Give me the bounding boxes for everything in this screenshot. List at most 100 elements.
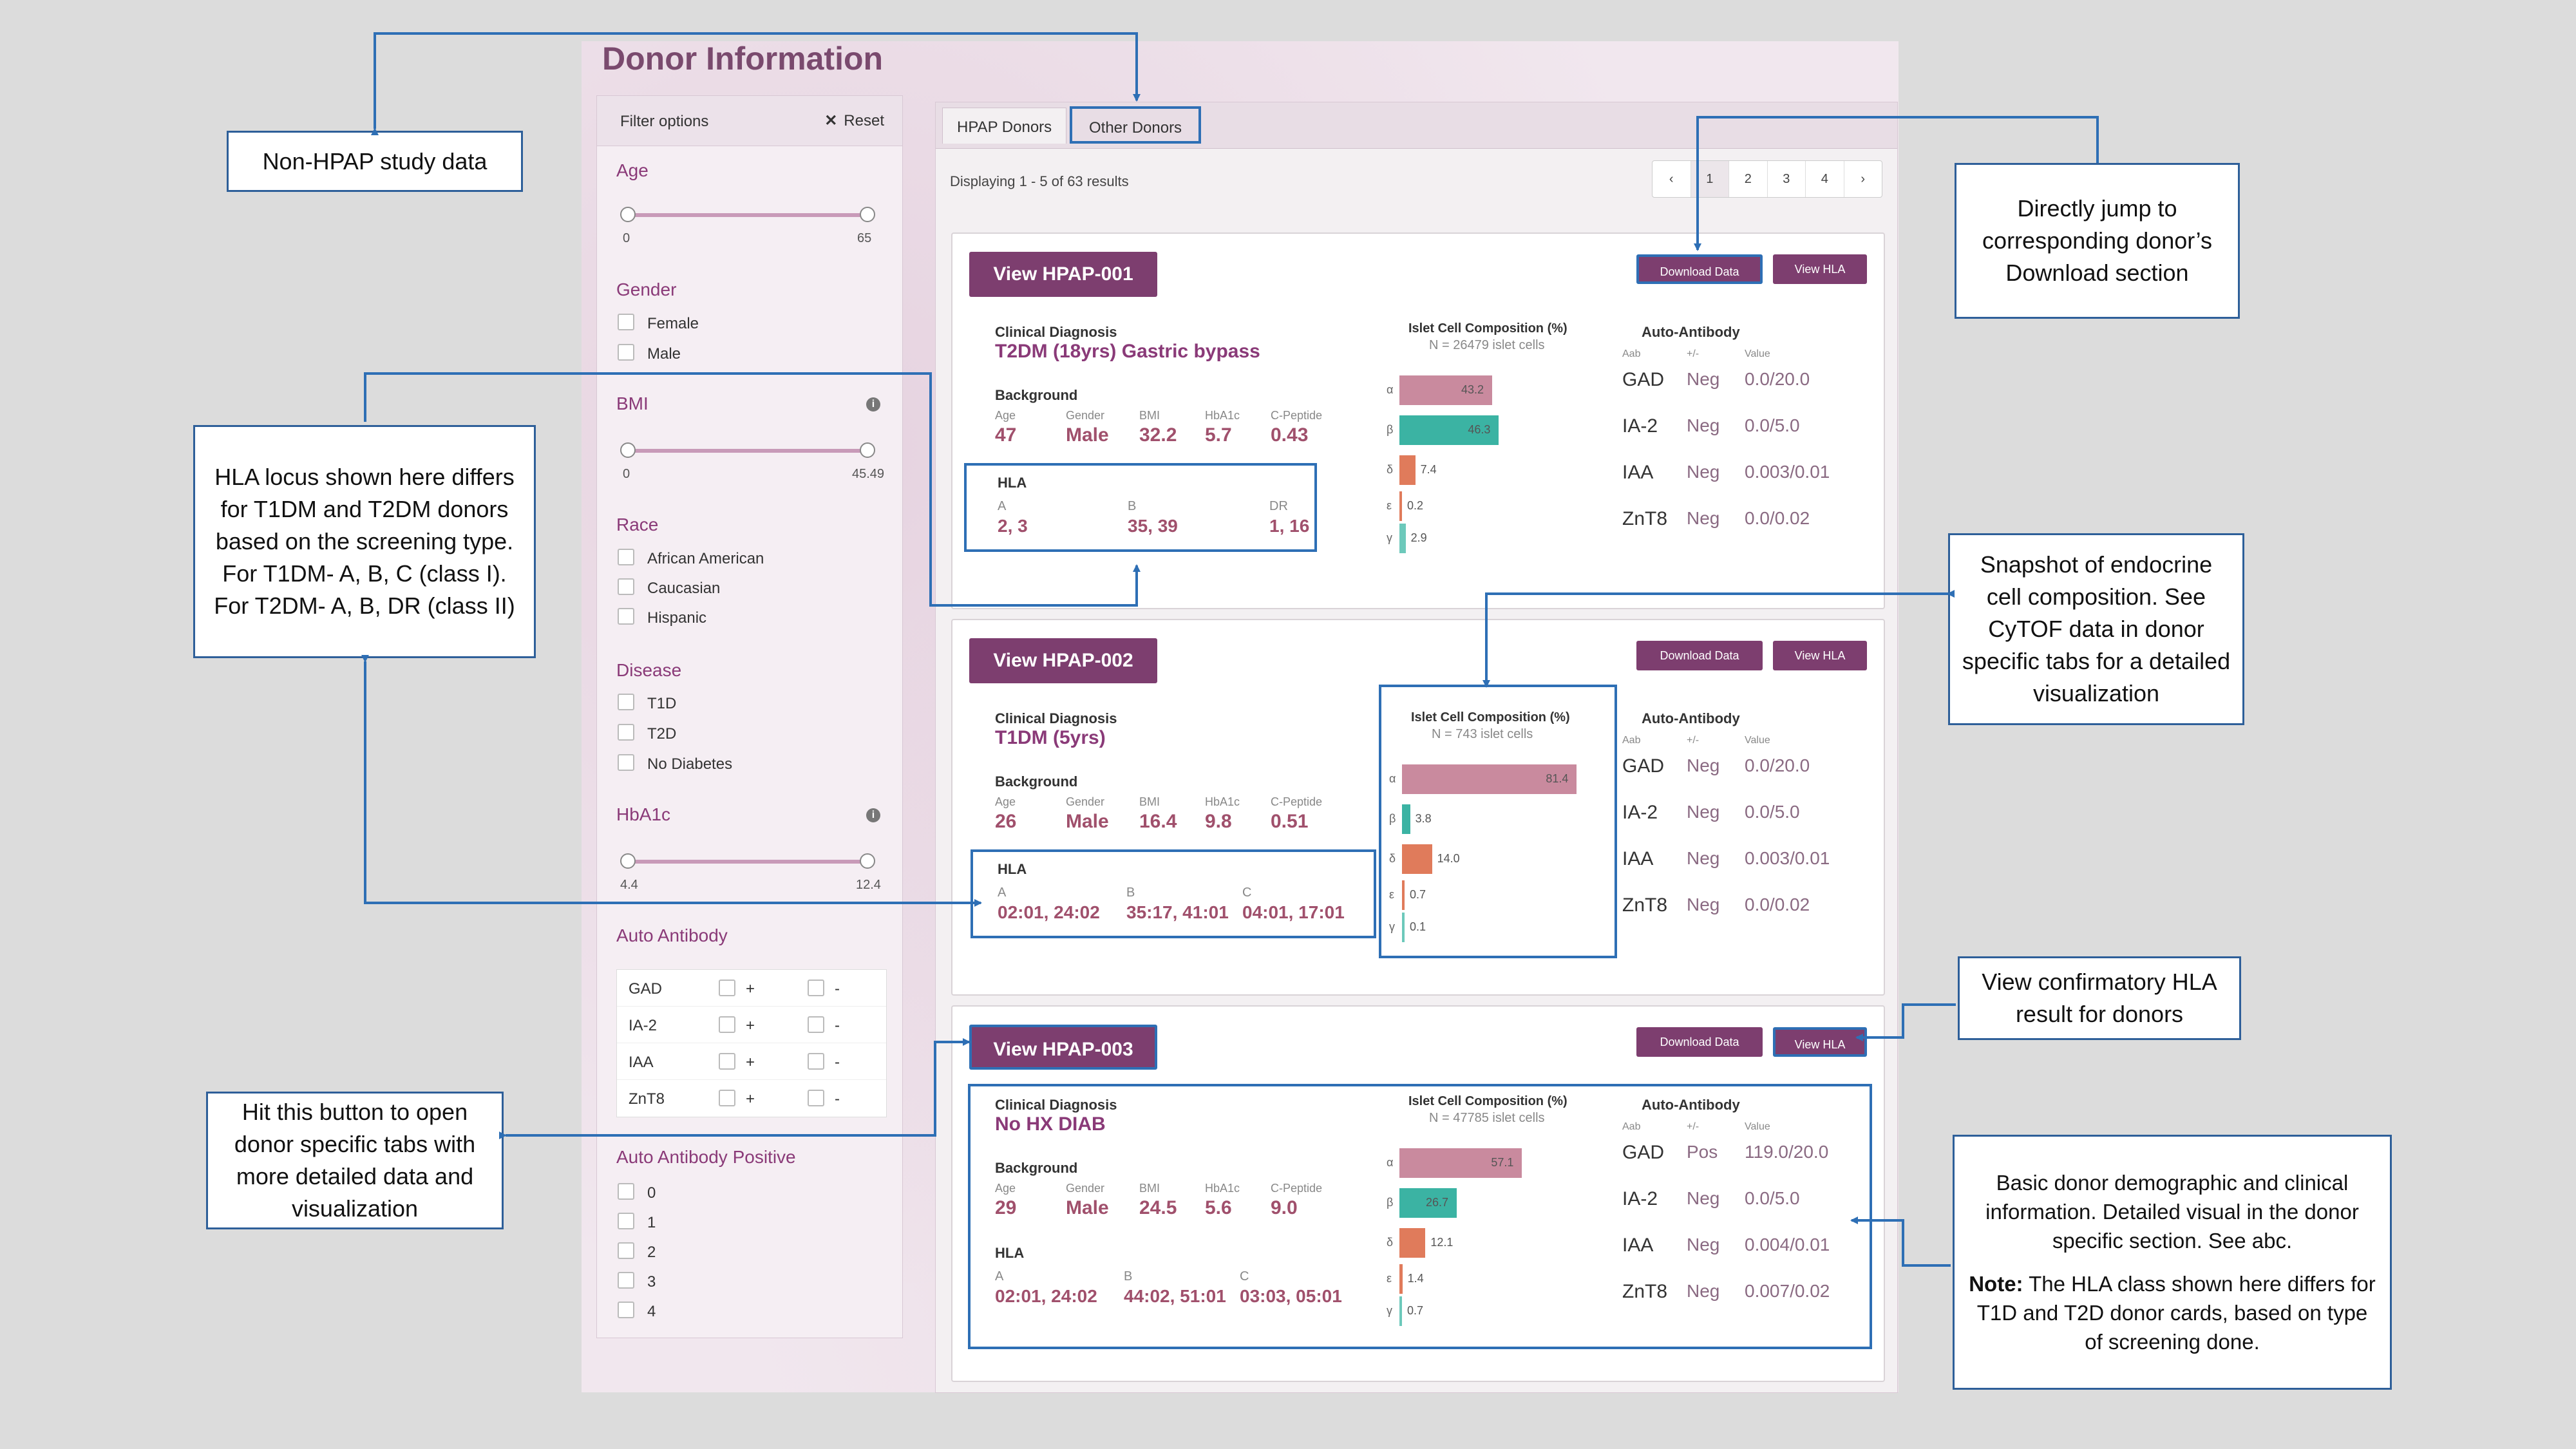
- aab-status: Neg: [1687, 895, 1720, 914]
- aab-status: Neg: [1687, 1188, 1720, 1208]
- hba1c-label: HbA1c: [1205, 409, 1240, 422]
- aab-name: GAD: [1622, 1142, 1665, 1163]
- islet-bar-value: 1.4: [1407, 1272, 1424, 1285]
- download-data-button[interactable]: Download Data: [1636, 1027, 1763, 1057]
- gad-minus-checkbox[interactable]: [808, 980, 824, 996]
- islet-composition-title: Islet Cell Composition (%): [1411, 710, 1570, 724]
- aab-name: GAD: [1622, 755, 1665, 777]
- aab-positive-4-label: 4: [647, 1303, 656, 1320]
- view-donor-button[interactable]: View HPAP-003: [969, 1025, 1157, 1070]
- bmi-slider[interactable]: [628, 449, 866, 453]
- view-donor-button[interactable]: View HPAP-002: [969, 638, 1157, 683]
- aab-positive-2-label: 2: [647, 1244, 656, 1261]
- islet-bar-value: 0.2: [1407, 499, 1424, 512]
- pm-header: +/-: [1687, 1121, 1700, 1132]
- aab-positive-0-checkbox[interactable]: [618, 1183, 634, 1200]
- value-header: Value: [1745, 735, 1770, 746]
- islet-bar-value: 46.3: [1468, 423, 1491, 436]
- ia2-plus-checkbox[interactable]: [719, 1016, 735, 1033]
- hla-locus-value: 02:01, 24:02: [998, 902, 1100, 922]
- aab-positive-4-checkbox[interactable]: [618, 1302, 634, 1318]
- pagination-page-4[interactable]: 4: [1806, 161, 1844, 197]
- hba1c-label: HbA1c: [1205, 1182, 1240, 1195]
- gender-male-checkbox[interactable]: [618, 344, 634, 361]
- cell-type-label: γ: [1389, 920, 1395, 933]
- aab-positive-1-label: 1: [647, 1214, 656, 1231]
- value-header: Value: [1745, 348, 1770, 359]
- race-african-american-checkbox[interactable]: [618, 549, 634, 565]
- islet-bar-value: 0.7: [1410, 888, 1426, 901]
- pagination-page-2[interactable]: 2: [1729, 161, 1768, 197]
- gender-female-label: Female: [647, 315, 699, 332]
- bmi-slider-max-handle[interactable]: [860, 442, 875, 458]
- age-slider[interactable]: [628, 213, 866, 217]
- islet-bar-value: 81.4: [1546, 772, 1569, 785]
- aab-positive-1-checkbox[interactable]: [618, 1213, 634, 1229]
- age-value: 26: [995, 811, 1017, 832]
- aab-value: 0.0/20.0: [1745, 755, 1810, 775]
- islet-bar: [1399, 455, 1416, 485]
- islet-bar: [1399, 491, 1402, 521]
- pagination-prev[interactable]: ‹: [1653, 161, 1691, 197]
- minus-label: -: [835, 980, 840, 998]
- pagination-next[interactable]: ›: [1861, 172, 1866, 186]
- gender-label: Gender: [1066, 795, 1105, 808]
- aab-status: Neg: [1687, 415, 1720, 435]
- age-min-label: 0: [623, 231, 630, 245]
- aab-positive-3-checkbox[interactable]: [618, 1272, 634, 1289]
- gender-female-checkbox[interactable]: [618, 314, 634, 330]
- aab-value: 0.0/5.0: [1745, 1188, 1800, 1208]
- aab-value: 0.0/0.02: [1745, 895, 1810, 914]
- hla-locus-value: 1, 16: [1269, 516, 1310, 536]
- aab-status: Neg: [1687, 462, 1720, 482]
- aab-positive-2-checkbox[interactable]: [618, 1242, 634, 1259]
- islet-bar: [1402, 804, 1410, 834]
- aab-value: 0.0/5.0: [1745, 415, 1800, 435]
- age-value: 29: [995, 1197, 1017, 1218]
- download-data-button[interactable]: Download Data: [1636, 254, 1763, 284]
- race-hispanic-label: Hispanic: [647, 609, 707, 627]
- bmi-slider-min-handle[interactable]: [620, 442, 636, 458]
- hla-locus-label: B: [1128, 499, 1137, 513]
- aab-status: Neg: [1687, 369, 1720, 389]
- cell-type-label: δ: [1387, 1236, 1394, 1249]
- gad-plus-checkbox[interactable]: [719, 980, 735, 996]
- view-hla-button[interactable]: View HLA: [1773, 1027, 1867, 1057]
- aab-status: Neg: [1687, 848, 1720, 868]
- race-caucasian-checkbox[interactable]: [618, 578, 634, 595]
- bmi-info-icon[interactable]: i: [866, 397, 880, 412]
- islet-composition-title: Islet Cell Composition (%): [1408, 1094, 1567, 1108]
- aab-value: 0.004/0.01: [1745, 1235, 1830, 1255]
- race-hispanic-checkbox[interactable]: [618, 608, 634, 625]
- age-value: 47: [995, 424, 1017, 446]
- gender-label: Gender: [1066, 1182, 1105, 1195]
- bmi-label: BMI: [1139, 795, 1160, 808]
- hba1c-value: 5.7: [1205, 424, 1232, 446]
- aab-value: 0.0/20.0: [1745, 369, 1810, 389]
- islet-bar-value: 12.1: [1430, 1236, 1454, 1249]
- age-slider-min-handle[interactable]: [620, 207, 636, 222]
- hla-locus-label: A: [998, 499, 1007, 513]
- bmi-value: 16.4: [1139, 811, 1177, 832]
- age-slider-max-handle[interactable]: [860, 207, 875, 222]
- islet-cell-count: N = 743 islet cells: [1432, 727, 1533, 741]
- hba1c-value: 9.8: [1205, 811, 1232, 832]
- aab-status: Neg: [1687, 802, 1720, 822]
- aab-value: 0.003/0.01: [1745, 462, 1830, 482]
- cell-type-label: γ: [1387, 531, 1392, 544]
- islet-bar: [1399, 375, 1492, 405]
- hla-locus-value: 44:02, 51:01: [1124, 1286, 1226, 1306]
- islet-bar-value: 26.7: [1426, 1196, 1449, 1209]
- view-donor-button[interactable]: View HPAP-001: [969, 252, 1157, 297]
- ia2-minus-checkbox[interactable]: [808, 1016, 824, 1033]
- view-hla-button[interactable]: View HLA: [1773, 254, 1867, 284]
- islet-bar: [1399, 1148, 1522, 1178]
- aab-status: Neg: [1687, 508, 1720, 528]
- aab-name: IAA: [1622, 462, 1654, 483]
- islet-cell-count: N = 26479 islet cells: [1429, 338, 1545, 352]
- pagination-page-3[interactable]: 3: [1768, 161, 1806, 197]
